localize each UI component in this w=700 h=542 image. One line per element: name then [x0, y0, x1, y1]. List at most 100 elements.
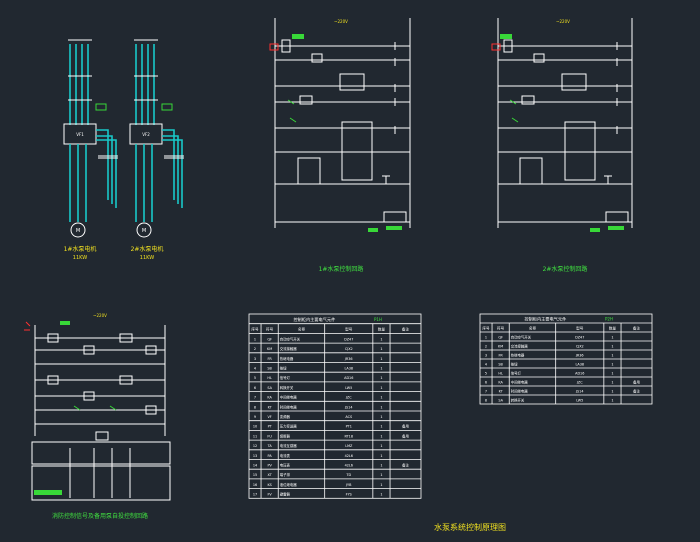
table-cell: 6	[254, 386, 256, 390]
table-cell: 备用	[633, 379, 640, 384]
table-header-cell: 序号	[251, 327, 259, 332]
table-cell: CJX2	[345, 347, 353, 351]
table-cell: LA38	[575, 362, 584, 366]
table-cell: JR36	[344, 357, 353, 361]
control-circuit-1-title: 1#水泵控制回路	[319, 265, 364, 273]
table-cell: DZ47	[344, 337, 353, 341]
table-cell: 1	[611, 398, 613, 402]
main-circuit-unit-1: VF1 M	[63, 39, 118, 238]
motor-label-1-name: 1#水泵电机	[64, 245, 97, 253]
table-cell: 1	[611, 335, 613, 339]
table-cell: 液位继电器	[280, 482, 298, 487]
table-cell: 备注	[633, 388, 640, 393]
signal-circuit-voltage: ~220V	[93, 313, 107, 318]
table-cell: KT	[499, 389, 504, 393]
table-cell: AD16	[575, 371, 584, 375]
table-cell: 1	[485, 335, 487, 339]
inverter-box-1	[63, 123, 97, 145]
table-cell: ACS	[345, 415, 352, 419]
table-cell: 中间继电器	[511, 379, 529, 384]
table-header-cell: 备注	[633, 325, 641, 330]
motor-label-1-power: 11KW	[73, 255, 87, 261]
table-cell: 1	[380, 366, 382, 370]
table-cell: 1	[611, 389, 613, 393]
table-cell: JZC	[345, 396, 352, 400]
table-cell: 1	[611, 371, 613, 375]
table-cell: 7	[485, 389, 487, 393]
control-circuit-2-title: 2#水泵控制回路	[543, 265, 588, 273]
table-cell: 11	[253, 434, 257, 438]
table-header-cell: 序号	[482, 325, 490, 330]
table-cell: 1	[380, 444, 382, 448]
table-cell: 16	[253, 483, 257, 487]
table-cell: LW5	[576, 398, 583, 402]
table-cell: 2	[254, 347, 256, 351]
table-cell: 1	[254, 337, 256, 341]
table-cell: 12	[253, 444, 257, 448]
table-cell: SB	[267, 366, 272, 370]
table-cell: HL	[267, 376, 272, 380]
table-cell: FR	[267, 357, 272, 361]
table-cell: 14	[253, 463, 257, 467]
table-cell: SA	[498, 398, 503, 402]
table-cell: 42L6	[345, 454, 353, 458]
table-cell: 熔断器	[280, 433, 291, 438]
table-code: P2H	[605, 316, 613, 321]
table-cell: 电流表	[280, 453, 291, 458]
table-cell: 7	[254, 396, 256, 400]
table-cell: JS14	[344, 405, 352, 409]
table-cell: 1	[380, 425, 382, 429]
table-title: 控制柜内主要电气元件	[293, 316, 335, 323]
table-cell: FR	[498, 353, 503, 357]
table-cell: JYB	[345, 483, 352, 487]
table-cell: 1	[611, 380, 613, 384]
control-circuit-2: ~220V 2#水泵控制回路	[491, 18, 633, 273]
table-cell: 1	[380, 357, 382, 361]
table-cell: CJX2	[576, 344, 584, 348]
table-header-cell: 备注	[402, 327, 410, 332]
table-cell: 17	[253, 493, 257, 497]
table-cell: 42L6	[345, 463, 353, 467]
motor-symbol-2	[136, 222, 152, 238]
table-cell: 变频器	[280, 414, 291, 419]
table-cell: LMZ	[345, 444, 353, 448]
main-power-circuit: VF1 M VF2 M 1#水泵电机 11KW 2#水泵电机 11KW	[63, 39, 184, 261]
table-header-cell: 符号	[497, 325, 505, 330]
svg-text:M: M	[142, 228, 146, 234]
table-cell: 5	[485, 371, 487, 375]
table-cell: 避雷器	[280, 492, 291, 497]
table-cell: 信号灯	[280, 375, 291, 380]
table-cell: 1	[380, 405, 382, 409]
table-cell: 1	[380, 386, 382, 390]
table-cell: 5	[254, 376, 256, 380]
table-cell: JZC	[576, 380, 583, 384]
table-cell: 1	[380, 493, 382, 497]
table-header-cell: 名称	[529, 325, 537, 330]
signal-circuit-title: 消防控制信号及备用泵自投控制回路	[52, 512, 148, 520]
table-cell: KM	[498, 344, 503, 348]
table-cell: KS	[267, 483, 271, 487]
table-cell: KT	[268, 405, 273, 409]
table-cell: AD16	[344, 376, 353, 380]
svg-text:M: M	[76, 228, 80, 234]
table-cell: 备用	[402, 424, 409, 429]
table-cell: 2	[485, 344, 487, 348]
table-cell: LA38	[344, 366, 353, 370]
inverter-label-2: VF2	[142, 132, 150, 137]
table-cell: 电压表	[280, 462, 291, 467]
table-cell: 自动空气开关	[511, 334, 532, 339]
table-cell: 信号灯	[511, 370, 522, 375]
table-cell: 3	[485, 353, 487, 357]
table-cell: QF	[498, 335, 503, 339]
table-cell: 中间继电器	[280, 395, 298, 400]
table-cell: 1	[380, 483, 382, 487]
main-circuit-unit-2: VF2 M	[129, 39, 184, 238]
table-cell: HL	[498, 371, 503, 375]
table-cell: 压力变送器	[280, 424, 298, 429]
table-cell: 热继电器	[511, 352, 525, 357]
table-cell: SA	[267, 386, 272, 390]
table-cell: SB	[498, 362, 503, 366]
table-cell: 1	[380, 396, 382, 400]
